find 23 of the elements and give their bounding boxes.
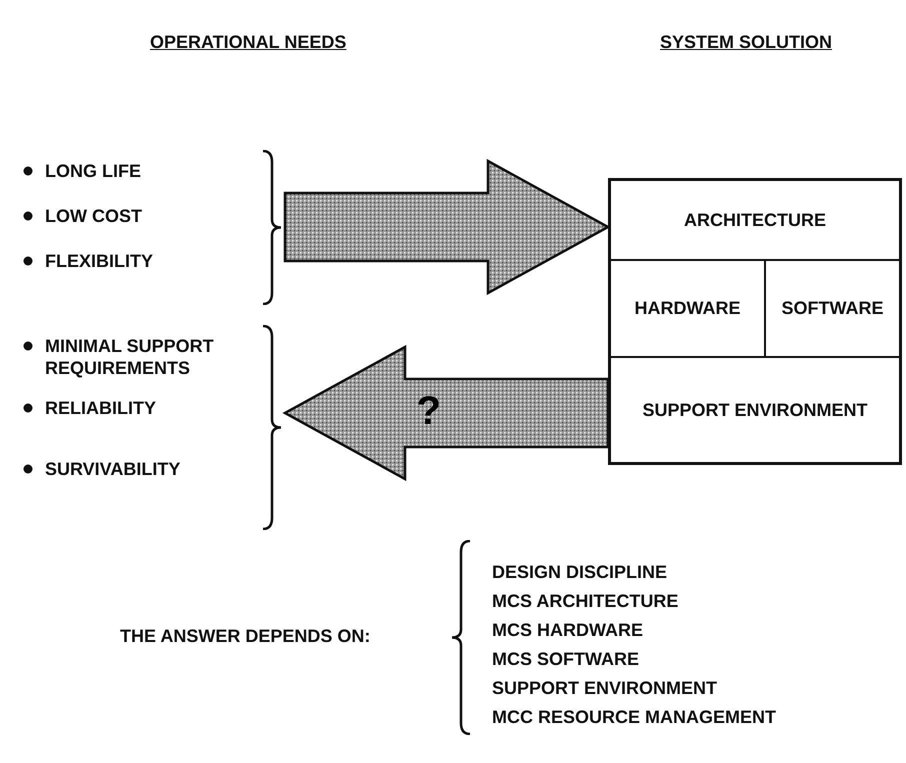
list-item: LOW COST (45, 205, 143, 227)
list-item: SURVIVABILITY (45, 458, 182, 480)
solution-cell: ARCHITECTURE (610, 180, 900, 260)
list-text: SUPPORT ENVIRONMENT (492, 678, 718, 699)
block-arrow (282, 344, 610, 482)
solution-cell: SUPPORT ENVIRONMENT (610, 357, 900, 463)
edge-label: ? (416, 391, 441, 431)
block-arrow (284, 158, 611, 296)
list-text: DESIGN DISCIPLINE (492, 562, 668, 583)
solution-cell: SOFTWARE (765, 260, 900, 357)
note-text: THE ANSWER DEPENDS ON: (120, 626, 370, 647)
solution-box (608, 178, 902, 465)
list-text: MCS HARDWARE (492, 620, 643, 641)
list-text: MCC RESOURCE MANAGEMENT (492, 707, 776, 728)
list-item: MINIMAL SUPPORT REQUIREMENTS (45, 335, 215, 379)
list-item: FLEXIBILITY (45, 250, 154, 272)
list-text: MCS SOFTWARE (492, 649, 639, 670)
heading: OPERATIONAL NEEDS (150, 32, 346, 53)
list-text: MCS ARCHITECTURE (492, 591, 678, 612)
list-item: RELIABILITY (45, 396, 157, 419)
solution-cell: HARDWARE (610, 260, 765, 357)
list-item: LONG LIFE (45, 160, 142, 182)
heading: SYSTEM SOLUTION (660, 32, 832, 53)
